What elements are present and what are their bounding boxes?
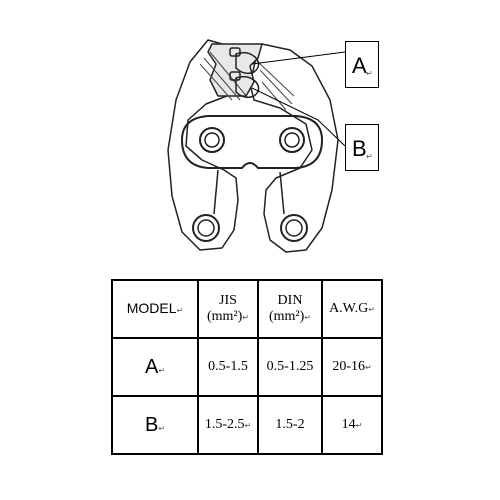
crimp-die-drawing [167, 39, 346, 253]
leader-line-a [251, 51, 346, 65]
table-header-row: MODEL↵ JIS (mm²)↵ DIN (mm²)↵ A.W.G↵ [111, 279, 383, 339]
callout-a-text: A [352, 53, 367, 78]
jaw-slot-left [213, 169, 219, 215]
row-b-awg: 14↵ [321, 395, 383, 455]
header-awg: A.W.G↵ [321, 279, 383, 339]
link-plate [181, 115, 323, 169]
header-model-text: MODEL [126, 300, 177, 316]
row-b-jis: 1.5-2.5↵ [197, 395, 259, 455]
callout-b-text: B [352, 136, 367, 161]
row-a-jis: 0.5-1.5 [197, 337, 259, 397]
table-row: A↵ 0.5-1.5 0.5-1.25 20-16↵ [111, 337, 383, 397]
header-model: MODEL↵ [111, 279, 199, 339]
crimp-die-illustration: A ↵ B ↵ [167, 39, 379, 253]
die-mark-a [229, 47, 241, 57]
link-pivot-right [279, 127, 305, 153]
callout-label-b: B ↵ [345, 124, 379, 171]
row-b-din: 1.5-2 [257, 395, 323, 455]
row-a-awg: 20-16↵ [321, 337, 383, 397]
right-jaw-outline [249, 43, 339, 253]
header-jis: JIS (mm²)↵ [197, 279, 259, 339]
header-awg-text: A.W.G [329, 301, 369, 316]
bore-right [280, 214, 308, 242]
die-hatching [199, 51, 295, 111]
row-a-model: A↵ [111, 337, 199, 397]
table-row: B↵ 1.5-2.5↵ 1.5-2 14↵ [111, 395, 383, 455]
spec-table: MODEL↵ JIS (mm²)↵ DIN (mm²)↵ A.W.G↵ A↵ 0… [111, 279, 383, 455]
die-cavity-a [235, 51, 260, 75]
bore-right-inner [285, 219, 303, 237]
callout-b-return-mark: ↵ [366, 152, 373, 161]
bore-left-inner [197, 219, 215, 237]
die-mark-b [229, 71, 241, 81]
jaw-slot-right [279, 171, 285, 215]
callout-a-return-mark: ↵ [366, 69, 373, 78]
header-jis-line2: (mm²) [206, 309, 243, 324]
row-b-model: B↵ [111, 395, 199, 455]
row-a-din: 0.5-1.25 [257, 337, 323, 397]
die-cavity-b [235, 75, 260, 99]
bore-left [192, 214, 220, 242]
callout-label-a: A ↵ [345, 41, 379, 88]
leader-line-b [251, 87, 346, 147]
header-jis-line1: JIS [219, 293, 237, 308]
header-din-line1: DIN [277, 293, 303, 308]
header-din-line2: (mm²) [268, 309, 305, 324]
link-pivot-left-inner [204, 132, 220, 148]
link-pivot-left [199, 127, 225, 153]
link-pivot-right-inner [284, 132, 300, 148]
header-din: DIN (mm²)↵ [257, 279, 323, 339]
